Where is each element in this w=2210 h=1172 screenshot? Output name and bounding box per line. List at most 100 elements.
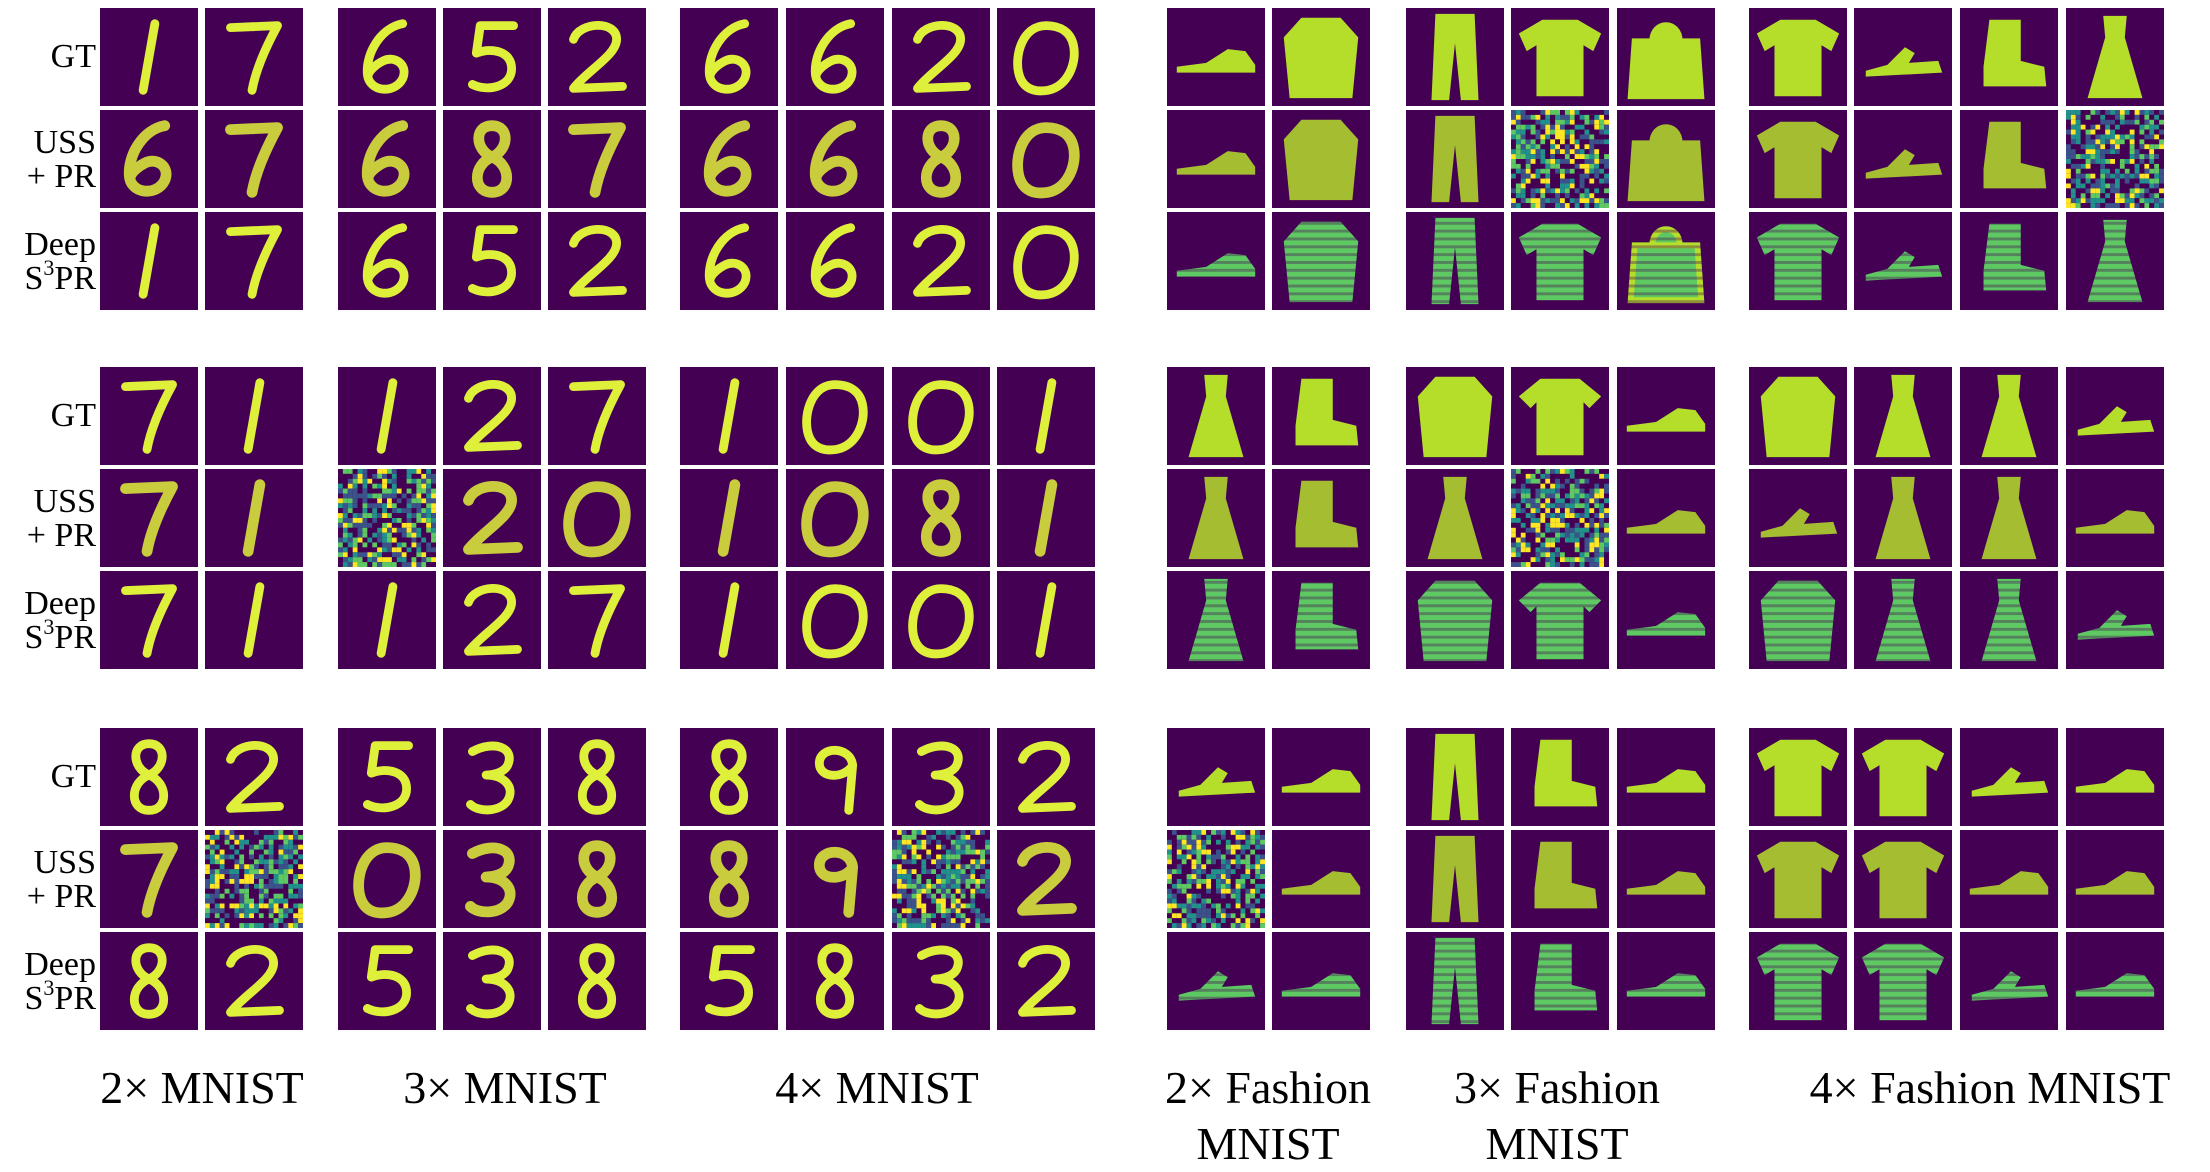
image-tile-gt: [548, 728, 646, 826]
image-tile-deep: [443, 571, 541, 669]
image-tile-gt: [1406, 8, 1504, 106]
image-tile-uss: [1854, 110, 1952, 208]
image-tile-uss: [443, 830, 541, 928]
image-tile-gt: [1617, 8, 1715, 106]
image-tile-gt: [892, 728, 990, 826]
image-tile-gt: [1617, 367, 1715, 465]
image-tile-gt: [786, 728, 884, 826]
image-tile-gt: [338, 728, 436, 826]
image-tile-gt: [1960, 728, 2058, 826]
image-tile-gt: [1406, 367, 1504, 465]
image-tile-uss: [443, 110, 541, 208]
image-tile-deep: [1960, 571, 2058, 669]
row-label-gt: GT: [50, 758, 96, 795]
image-tile-deep: [786, 212, 884, 310]
image-tile-deep: [2066, 571, 2164, 669]
image-tile-deep: [892, 212, 990, 310]
image-tile-deep: [1617, 571, 1715, 669]
image-tile-deep: [1749, 212, 1847, 310]
image-tile-gt: [1749, 8, 1847, 106]
image-tile-deep: [892, 932, 990, 1030]
caption-6: 4× Fashion MNIST: [1809, 1062, 2171, 1113]
image-tile-deep: [1854, 932, 1952, 1030]
image-tile-gt: [1960, 8, 2058, 106]
image-tile-deep: [1272, 571, 1370, 669]
image-tile-gt: [100, 367, 198, 465]
image-tile-deep: [1749, 932, 1847, 1030]
image-tile-gt: [205, 367, 303, 465]
image-tile-uss: [1511, 830, 1609, 928]
row-label-gt: GT: [50, 397, 96, 434]
caption-1: 2× MNIST: [100, 1062, 304, 1113]
image-tile-uss: [1617, 830, 1715, 928]
image-tile-uss: [100, 110, 198, 208]
image-tile-gt: [1167, 367, 1265, 465]
image-tile-uss: [997, 110, 1095, 208]
image-tile-gt: [443, 8, 541, 106]
image-tile-uss: [1167, 110, 1265, 208]
image-tile-uss: [1854, 830, 1952, 928]
image-tile-deep: [1617, 212, 1715, 310]
image-tile-deep: [205, 212, 303, 310]
image-tile-gt: [1272, 728, 1370, 826]
image-tile-deep: [1272, 932, 1370, 1030]
image-tile-deep: [1749, 571, 1847, 669]
image-tile-uss-noise: [892, 830, 990, 928]
image-tile-deep: [1617, 932, 1715, 1030]
image-tile-deep: [2066, 932, 2164, 1030]
image-tile-deep: [1272, 212, 1370, 310]
image-tile-deep: [1511, 932, 1609, 1030]
image-tile-gt: [1749, 728, 1847, 826]
caption-3: 4× MNIST: [775, 1062, 979, 1113]
image-tile-uss: [786, 110, 884, 208]
row-label-uss-pr: USS+ PR: [26, 844, 96, 915]
image-tile-uss: [548, 469, 646, 567]
image-tile-gt: [1167, 8, 1265, 106]
image-tile-gt: [338, 8, 436, 106]
image-tile-deep: [1406, 212, 1504, 310]
image-tile-gt: [1511, 367, 1609, 465]
image-tile-uss: [443, 469, 541, 567]
image-tile-uss: [786, 830, 884, 928]
image-tile-uss: [1406, 110, 1504, 208]
image-tile-deep: [997, 212, 1095, 310]
image-tile-deep: [786, 932, 884, 1030]
image-tile-deep: [100, 571, 198, 669]
image-tile-uss: [892, 469, 990, 567]
image-tile-uss: [680, 830, 778, 928]
image-tile-deep: [1511, 571, 1609, 669]
image-tile-gt: [2066, 728, 2164, 826]
image-tile-gt: [548, 8, 646, 106]
image-tile-deep: [1167, 932, 1265, 1030]
image-tile-gt: [1749, 367, 1847, 465]
image-tile-uss: [786, 469, 884, 567]
image-tile-deep: [997, 932, 1095, 1030]
image-tile-deep: [680, 212, 778, 310]
image-tile-gt: [100, 8, 198, 106]
image-tile-uss: [100, 469, 198, 567]
image-tile-uss-noise: [1511, 110, 1609, 208]
image-tile-uss: [1617, 469, 1715, 567]
image-tile-uss: [205, 469, 303, 567]
image-tile-uss: [338, 830, 436, 928]
image-tile-uss-noise: [205, 830, 303, 928]
image-tile-uss: [1960, 469, 2058, 567]
image-tile-gt: [548, 367, 646, 465]
image-tile-deep: [680, 571, 778, 669]
image-tile-deep: [205, 571, 303, 669]
image-tile-uss-noise: [338, 469, 436, 567]
image-tile-deep: [1960, 932, 2058, 1030]
image-tile-deep: [997, 571, 1095, 669]
image-tile-gt: [786, 367, 884, 465]
image-tile-deep: [338, 571, 436, 669]
image-tile-deep: [100, 212, 198, 310]
image-tile-uss-noise: [1511, 469, 1609, 567]
row-label-gt: GT: [50, 38, 96, 75]
image-tile-gt: [997, 8, 1095, 106]
image-tile-uss: [1749, 469, 1847, 567]
image-tile-deep: [1167, 212, 1265, 310]
image-tile-uss: [892, 110, 990, 208]
